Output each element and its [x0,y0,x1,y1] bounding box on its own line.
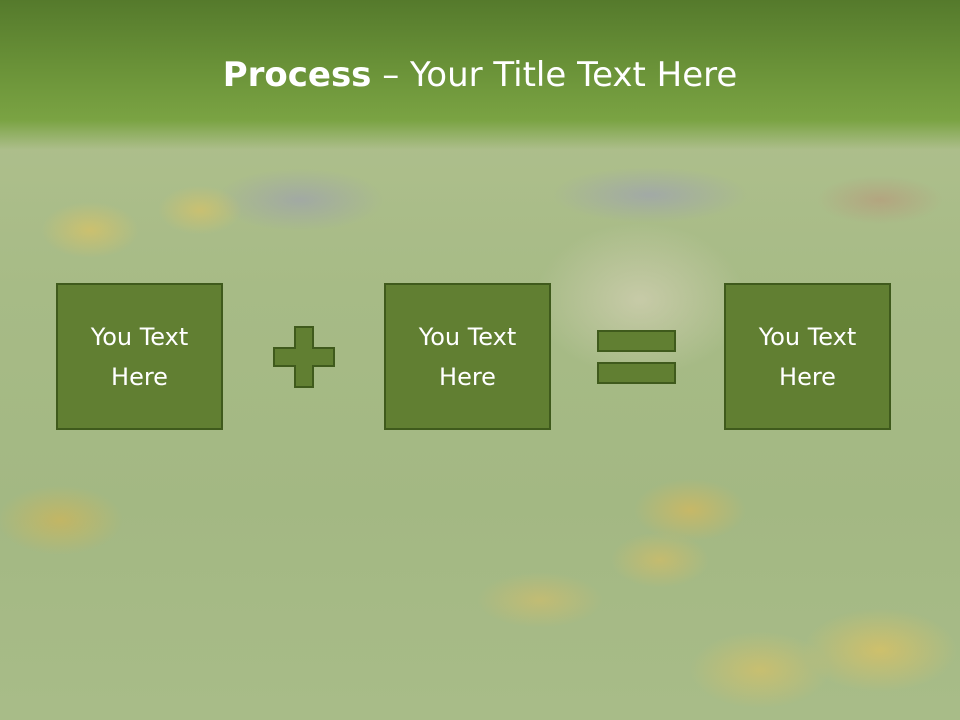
text-box-1-label: You Text Here [90,322,189,391]
title-bold: Process [222,55,372,95]
text-box-2-label: You Text Here [418,322,517,391]
text-box-1[interactable]: You Text Here [56,283,223,430]
text-box-2[interactable]: You Text Here [384,283,551,430]
title-rest: – Your Title Text Here [371,55,738,95]
slide-title: Process – Your Title Text Here [0,52,960,98]
text-box-3-label: You Text Here [758,322,857,391]
plus-icon [273,326,335,388]
title-bar [0,0,960,150]
text-box-3[interactable]: You Text Here [724,283,891,430]
equals-icon [597,330,676,384]
